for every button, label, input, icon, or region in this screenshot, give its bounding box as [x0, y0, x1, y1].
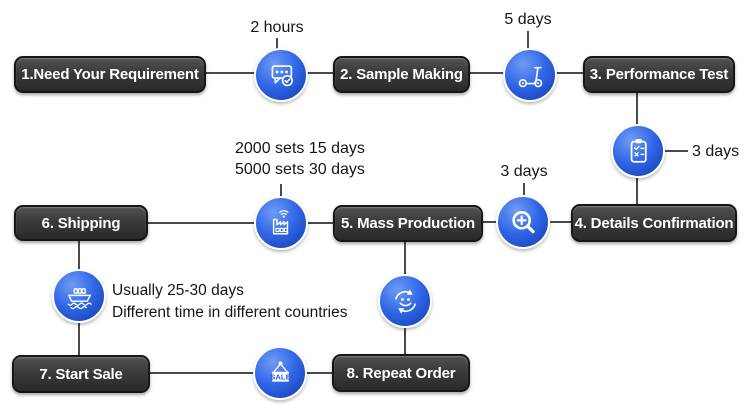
annotation-confirmation-time: 3 days — [692, 143, 740, 160]
connector-line — [148, 222, 333, 224]
annotation-tick-line — [280, 184, 282, 200]
annotation-sample-time: 2 hours — [250, 19, 304, 36]
annotation-production-line-2: 5000 sets 30 days — [235, 161, 365, 178]
chat-check-icon — [271, 64, 293, 86]
smiley-repeat-icon — [394, 288, 416, 314]
connector-line — [306, 72, 333, 74]
zoom-in-icon — [511, 210, 535, 233]
annotation-tick-line — [523, 183, 525, 199]
step-5-mass-production: 5. Mass Production — [333, 205, 483, 242]
annotation-tick-line — [276, 38, 278, 52]
step-8-repeat-order: 8. Repeat Order — [332, 354, 470, 392]
connector-line — [554, 72, 583, 74]
connector-line — [150, 372, 332, 374]
annotation-performance-time: 5 days — [504, 11, 552, 28]
sale-tag-text: SALE — [270, 372, 290, 381]
step-3-performance-test: 3. Performance Test — [583, 56, 735, 93]
factory-icon — [272, 209, 288, 234]
connector-line — [470, 72, 506, 74]
icon-badge-sale: SALE — [253, 346, 307, 400]
annotation-tick-line — [527, 31, 529, 52]
icon-badge-ship — [52, 269, 106, 323]
connector-line — [660, 150, 688, 152]
scooter-icon — [518, 66, 542, 87]
icon-badge-happy-customer — [378, 274, 432, 328]
annotation-shipping-times: Usually 25-30 days Different time in dif… — [112, 280, 348, 324]
step-7-start-sale: 7. Start Sale — [12, 355, 150, 393]
icon-badge-chat — [254, 48, 308, 102]
icon-badge-inspection — [496, 195, 550, 249]
step-2-sample-making: 2. Sample Making — [333, 56, 470, 93]
annotation-production-times: 2000 sets 15 days 5000 sets 30 days — [235, 138, 365, 180]
sale-sign-icon: SALE — [270, 360, 290, 382]
step-4-details-confirmation: 4. Details Confirmation — [571, 204, 737, 242]
annotation-production-line-1: 2000 sets 15 days — [235, 140, 365, 157]
annotation-shipping-line-2: Different time in different countries — [112, 304, 348, 321]
icon-badge-factory — [254, 196, 308, 250]
icon-badge-scooter — [503, 48, 557, 102]
icon-badge-clipboard — [611, 124, 665, 178]
annotation-inspection-time: 3 days — [500, 163, 548, 180]
annotation-shipping-line-1: Usually 25-30 days — [112, 282, 244, 299]
cargo-ship-icon — [67, 287, 92, 309]
connector-line — [206, 72, 256, 74]
step-1-need-your-requirement: 1.Need Your Requirement — [14, 56, 206, 93]
step-6-shipping: 6. Shipping — [14, 205, 148, 241]
clipboard-checklist-icon — [630, 138, 647, 163]
